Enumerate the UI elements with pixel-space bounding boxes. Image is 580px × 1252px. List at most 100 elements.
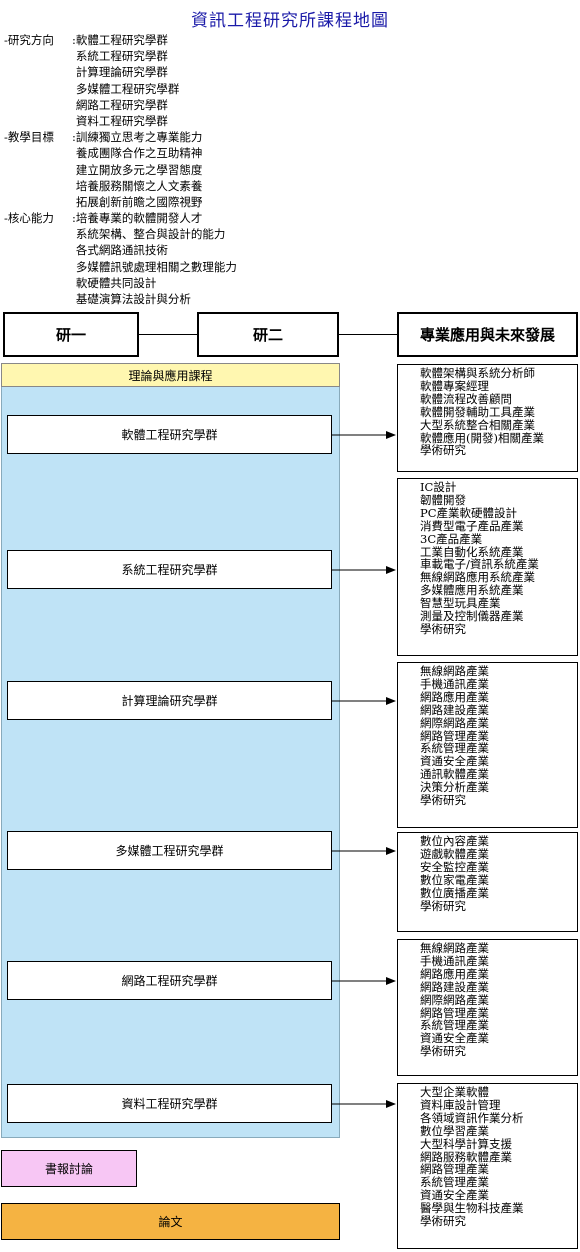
list-item: 軟體應用(開發)相關產業 xyxy=(420,430,544,445)
group-system-engineering: 系統工程研究學群 xyxy=(7,550,332,589)
course-panel xyxy=(1,363,340,1138)
list-item: 網路應用產業 xyxy=(420,689,489,704)
core-abilities-list: 培養專業的軟體開發人才 系統架構、整合與設計的能力 各式網路通訊技術 多媒體訊號… xyxy=(76,210,237,307)
list-item: 系統管理產業 xyxy=(420,1175,489,1190)
list-item: 系統架構、整合與設計的能力 xyxy=(75,227,226,242)
group-computation-theory: 計算理論研究學群 xyxy=(7,681,332,720)
list-item: 計算理論研究學群 xyxy=(75,65,168,80)
intro-section: -研究方向: 軟體工程研究學群 系統工程研究學群 計算理論研究學群 多媒體工程研… xyxy=(4,32,237,307)
list-item: 養成團隊合作之互助精神 xyxy=(75,146,203,161)
list-item: 各領域資訊作業分析 xyxy=(420,1110,524,1125)
group-data-engineering: 資料工程研究學群 xyxy=(7,1084,332,1123)
list-item: 資通安全產業 xyxy=(420,1188,489,1203)
list-item: 手機通訊產業 xyxy=(420,953,489,968)
list-item: 無線網路應用系統產業 xyxy=(420,570,535,585)
list-item: 軟硬體共同設計 xyxy=(75,275,157,290)
list-item: 多媒體應用系統產業 xyxy=(420,583,524,598)
industry-box-multimedia: 數位內容產業 遊戲軟體產業 安全監控產業 數位家電產業 數位廣播產業 學術研究 xyxy=(397,832,578,932)
core-abilities-label: -核心能力 xyxy=(4,211,54,226)
list-item: 系統工程研究學群 xyxy=(75,49,168,64)
list-item: 消費型電子產品產業 xyxy=(420,518,524,533)
list-item: 軟體架構與系統分析師 xyxy=(420,366,535,380)
list-item: 學術研究 xyxy=(420,1214,466,1229)
list-item: 大型企業軟體 xyxy=(420,1085,489,1099)
research-direction-row: -研究方向: 軟體工程研究學群 系統工程研究學群 計算理論研究學群 多媒體工程研… xyxy=(4,32,180,129)
list-item: 安全監控產業 xyxy=(420,859,489,874)
list-item: 網際網路產業 xyxy=(420,992,489,1007)
list-item: 資通安全產業 xyxy=(420,754,489,769)
year2-box: 研二 xyxy=(197,312,339,357)
list-item: 韌體開發 xyxy=(420,492,466,507)
list-item: 各式網路通訊技術 xyxy=(75,243,168,258)
connector-line xyxy=(339,334,397,335)
list-item: 軟體工程研究學群 xyxy=(75,33,168,47)
list-item: 學術研究 xyxy=(420,898,466,913)
list-item: 數位學習產業 xyxy=(420,1123,489,1138)
list-item: 醫學與生物科技產業 xyxy=(420,1201,524,1216)
list-item: 數位廣播產業 xyxy=(420,885,489,900)
list-item: 系統管理產業 xyxy=(420,741,489,756)
thesis-box: 論文 xyxy=(1,1203,340,1240)
group-network-engineering: 網路工程研究學群 xyxy=(7,961,332,1000)
list-item: 車載電子/資訊系統產業 xyxy=(420,557,539,572)
connector-line xyxy=(139,334,197,335)
list-item: 軟體流程改善顧問 xyxy=(420,391,512,406)
research-direction-label: -研究方向 xyxy=(4,33,54,47)
industry-box-software: 軟體架構與系統分析師 軟體專案經理 軟體流程改善顧問 軟體開發輔助工具產業 大型… xyxy=(397,364,578,472)
list-item: 培養專業的軟體開發人才 xyxy=(75,211,203,226)
list-item: 網路建設產業 xyxy=(420,702,489,717)
list-item: 無線網路產業 xyxy=(420,941,489,955)
list-item: 學術研究 xyxy=(420,621,466,636)
list-item: 學術研究 xyxy=(420,443,466,458)
seminar-box: 書報討論 xyxy=(1,1150,137,1187)
list-item: 網路管理產業 xyxy=(420,1005,489,1020)
list-item: 網路應用產業 xyxy=(420,966,489,981)
group-software-engineering: 軟體工程研究學群 xyxy=(7,415,332,454)
panel-title: 理論與應用課程 xyxy=(1,363,340,387)
list-item: 手機通訊產業 xyxy=(420,676,489,691)
list-item: 資料庫設計管理 xyxy=(420,1097,501,1112)
list-item: 大型系統整合相關產業 xyxy=(420,417,535,432)
list-item: 3C產品產業 xyxy=(420,531,483,546)
list-item: 大型科學計算支援 xyxy=(420,1136,512,1151)
research-direction-list: 軟體工程研究學群 系統工程研究學群 計算理論研究學群 多媒體工程研究學群 網路工… xyxy=(76,32,180,129)
list-item: IC設計 xyxy=(420,480,457,494)
list-item: 軟體開發輔助工具產業 xyxy=(420,404,535,419)
future-box: 專業應用與未來發展 xyxy=(397,312,578,357)
list-item: 網路管理產業 xyxy=(420,728,489,743)
page-title: 資訊工程研究所課程地圖 xyxy=(191,11,389,31)
industry-box-data: 大型企業軟體 資料庫設計管理 各領域資訊作業分析 數位學習產業 大型科學計算支援… xyxy=(397,1083,578,1249)
list-item: 通訊軟體產業 xyxy=(420,767,489,782)
core-abilities-row: -核心能力: 培養專業的軟體開發人才 系統架構、整合與設計的能力 各式網路通訊技… xyxy=(4,210,237,307)
list-item: 網路建設產業 xyxy=(420,979,489,994)
list-item: 網路工程研究學群 xyxy=(75,97,168,112)
list-item: 數位家電產業 xyxy=(420,872,489,887)
year1-box: 研一 xyxy=(3,312,139,357)
list-item: 無線網路產業 xyxy=(420,664,489,678)
industry-box-computation: 無線網路產業 手機通訊產業 網路應用產業 網路建設產業 網際網路產業 網路管理產… xyxy=(397,662,578,828)
list-item: 資通安全產業 xyxy=(420,1031,489,1046)
list-item: 基礎演算法設計與分析 xyxy=(75,292,191,306)
list-item: 系統管理產業 xyxy=(420,1018,489,1033)
list-item: 學術研究 xyxy=(420,1044,466,1059)
list-item: 學術研究 xyxy=(420,793,466,808)
list-item: 培養服務關懷之人文素養 xyxy=(75,178,203,193)
list-item: 遊戲軟體產業 xyxy=(420,846,489,861)
list-item: 訓練獨立思考之專業能力 xyxy=(75,130,203,145)
industry-box-system: IC設計 韌體開發 PC產業軟硬體設計 消費型電子產品產業 3C產品產業 工業自… xyxy=(397,478,578,656)
list-item: 資料工程研究學群 xyxy=(75,113,168,128)
group-multimedia-engineering: 多媒體工程研究學群 xyxy=(7,831,332,870)
list-item: 測量及控制儀器產業 xyxy=(420,609,524,624)
list-item: 網路服務軟體產業 xyxy=(420,1149,512,1164)
list-item: 決策分析產業 xyxy=(420,780,489,795)
list-item: 軟體專案經理 xyxy=(420,378,489,393)
industry-box-network: 無線網路產業 手機通訊產業 網路應用產業 網路建設產業 網際網路產業 網路管理產… xyxy=(397,939,578,1076)
teaching-goals-list: 訓練獨立思考之專業能力 養成團隊合作之互助精神 建立開放多元之學習態度 培養服務… xyxy=(76,129,203,210)
teaching-goals-label: -教學目標 xyxy=(4,130,54,145)
list-item: 多媒體工程研究學群 xyxy=(75,81,180,96)
list-item: 多媒體訊號處理相關之數理能力 xyxy=(75,259,237,274)
list-item: 網際網路產業 xyxy=(420,715,489,730)
list-item: 數位內容產業 xyxy=(420,834,489,848)
list-item: 工業自動化系統產業 xyxy=(420,544,524,559)
